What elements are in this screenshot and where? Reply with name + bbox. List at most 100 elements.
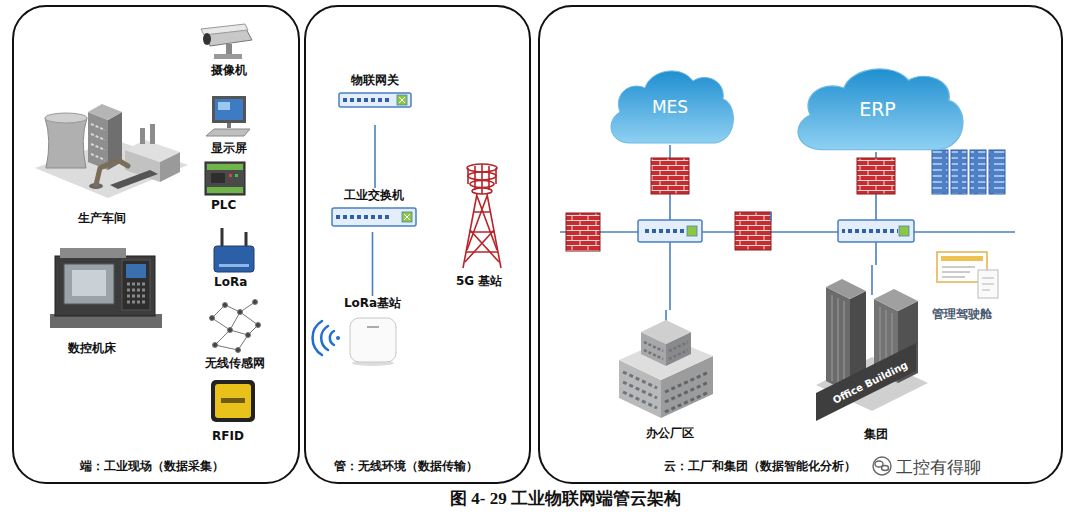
building-node: 办公厂区	[611, 310, 729, 450]
illustration-part	[207, 164, 243, 170]
illustration-part	[857, 158, 895, 194]
illustration-part	[203, 33, 211, 45]
illustration-part	[228, 328, 233, 333]
illustration-part	[122, 260, 150, 310]
illustration-part	[642, 220, 684, 242]
sensor-network-icon	[210, 300, 261, 353]
illustration-part	[357, 98, 361, 102]
node-label: ERP	[859, 98, 896, 121]
part-label: PLC	[211, 198, 236, 213]
illustration-part	[253, 300, 258, 305]
illustration-part	[466, 212, 498, 252]
illustration-part	[798, 69, 963, 150]
rfid-icon	[211, 380, 255, 422]
illustration-part	[357, 215, 361, 219]
illustration-part	[644, 342, 688, 359]
illustration-part	[150, 124, 155, 144]
illustration-part	[371, 215, 375, 219]
illustration-part	[126, 264, 146, 278]
illustration-part	[838, 220, 914, 242]
illustration-part	[611, 71, 733, 143]
illustration-part	[214, 246, 254, 272]
illustration-part	[219, 264, 249, 267]
cloud-node: MES	[605, 63, 735, 145]
illustration-part	[211, 173, 225, 183]
lora-router-icon	[214, 228, 254, 272]
cnc-machine-illustration	[50, 248, 162, 328]
illustration-part	[110, 170, 158, 189]
node-label: 办公厂区	[611, 426, 729, 441]
part-label: 无线传感网	[205, 356, 265, 371]
illustration-part	[221, 398, 245, 403]
device-icon	[331, 207, 417, 227]
illustration-part	[246, 333, 251, 338]
illustration-part	[942, 267, 975, 277]
illustration-part	[463, 194, 501, 268]
illustration-part	[842, 220, 898, 242]
illustration-part	[256, 323, 261, 328]
illustration-part	[60, 248, 126, 258]
layer-panel: 管：无线环境（数据传输）物联网关工业交换机LoRa基站	[304, 5, 531, 484]
illustration-part	[816, 343, 916, 421]
part-label: 摄像机	[211, 63, 247, 78]
illustration-part	[215, 384, 251, 418]
illustration-part	[350, 98, 354, 102]
illustration-part	[385, 98, 389, 102]
illustration-part	[735, 212, 771, 250]
illustration-part	[227, 123, 231, 128]
illustration-part	[212, 302, 258, 350]
illustration-part	[336, 215, 340, 219]
illustration-part	[665, 372, 709, 412]
illustration-part	[313, 321, 322, 355]
5g-tower-icon	[463, 164, 501, 268]
illustration-part	[218, 102, 230, 110]
illustration-part	[982, 278, 994, 290]
node-label: 物联网关	[351, 73, 399, 88]
illustration-part	[566, 213, 600, 251]
illustration-part	[641, 320, 691, 344]
device-icon	[338, 92, 412, 108]
illustration-part	[210, 316, 215, 321]
factory-illustration	[35, 104, 188, 198]
illustration-part	[364, 98, 368, 102]
illustration-part	[64, 264, 114, 304]
illustration-part	[347, 315, 399, 367]
illustration-part	[350, 215, 354, 219]
illustration-part	[339, 93, 411, 107]
network-link	[374, 125, 376, 188]
illustration-part	[236, 348, 241, 353]
illustration-part	[45, 118, 87, 168]
illustration-part	[404, 214, 410, 220]
cloud-node: ERP	[790, 60, 965, 152]
illustration-part	[238, 310, 243, 315]
illustration-part	[611, 310, 721, 422]
node-label: MES	[652, 97, 688, 118]
illustration-part	[385, 215, 389, 219]
figure-caption: 图 4- 29 工业物联网端管云架构	[450, 489, 681, 509]
part-label: 显示屏	[211, 141, 247, 156]
illustration-part	[96, 160, 128, 185]
illustration-part	[55, 256, 155, 316]
illustration-part	[338, 92, 412, 108]
illustration-part	[364, 215, 368, 219]
switch-icon	[638, 220, 914, 242]
illustration-part	[399, 97, 405, 103]
layer-caption: 端：工业现场（数据采集）	[80, 459, 224, 474]
illustration-part	[45, 113, 87, 123]
illustration-part	[140, 128, 145, 144]
illustration-part	[235, 174, 238, 177]
illustration-part	[206, 129, 250, 136]
wifi-symbol	[313, 321, 340, 355]
dashboard-icon	[937, 252, 998, 298]
layer-caption: 云：工厂和集团（数据智能化分析）	[664, 459, 856, 474]
illustration-part	[214, 54, 242, 59]
server-rack-icon	[932, 150, 1005, 194]
illustration-part	[687, 226, 697, 236]
node-label: 集团	[816, 427, 936, 442]
illustration-part	[91, 124, 105, 160]
network-link	[372, 232, 374, 296]
illustration-part	[343, 98, 347, 102]
